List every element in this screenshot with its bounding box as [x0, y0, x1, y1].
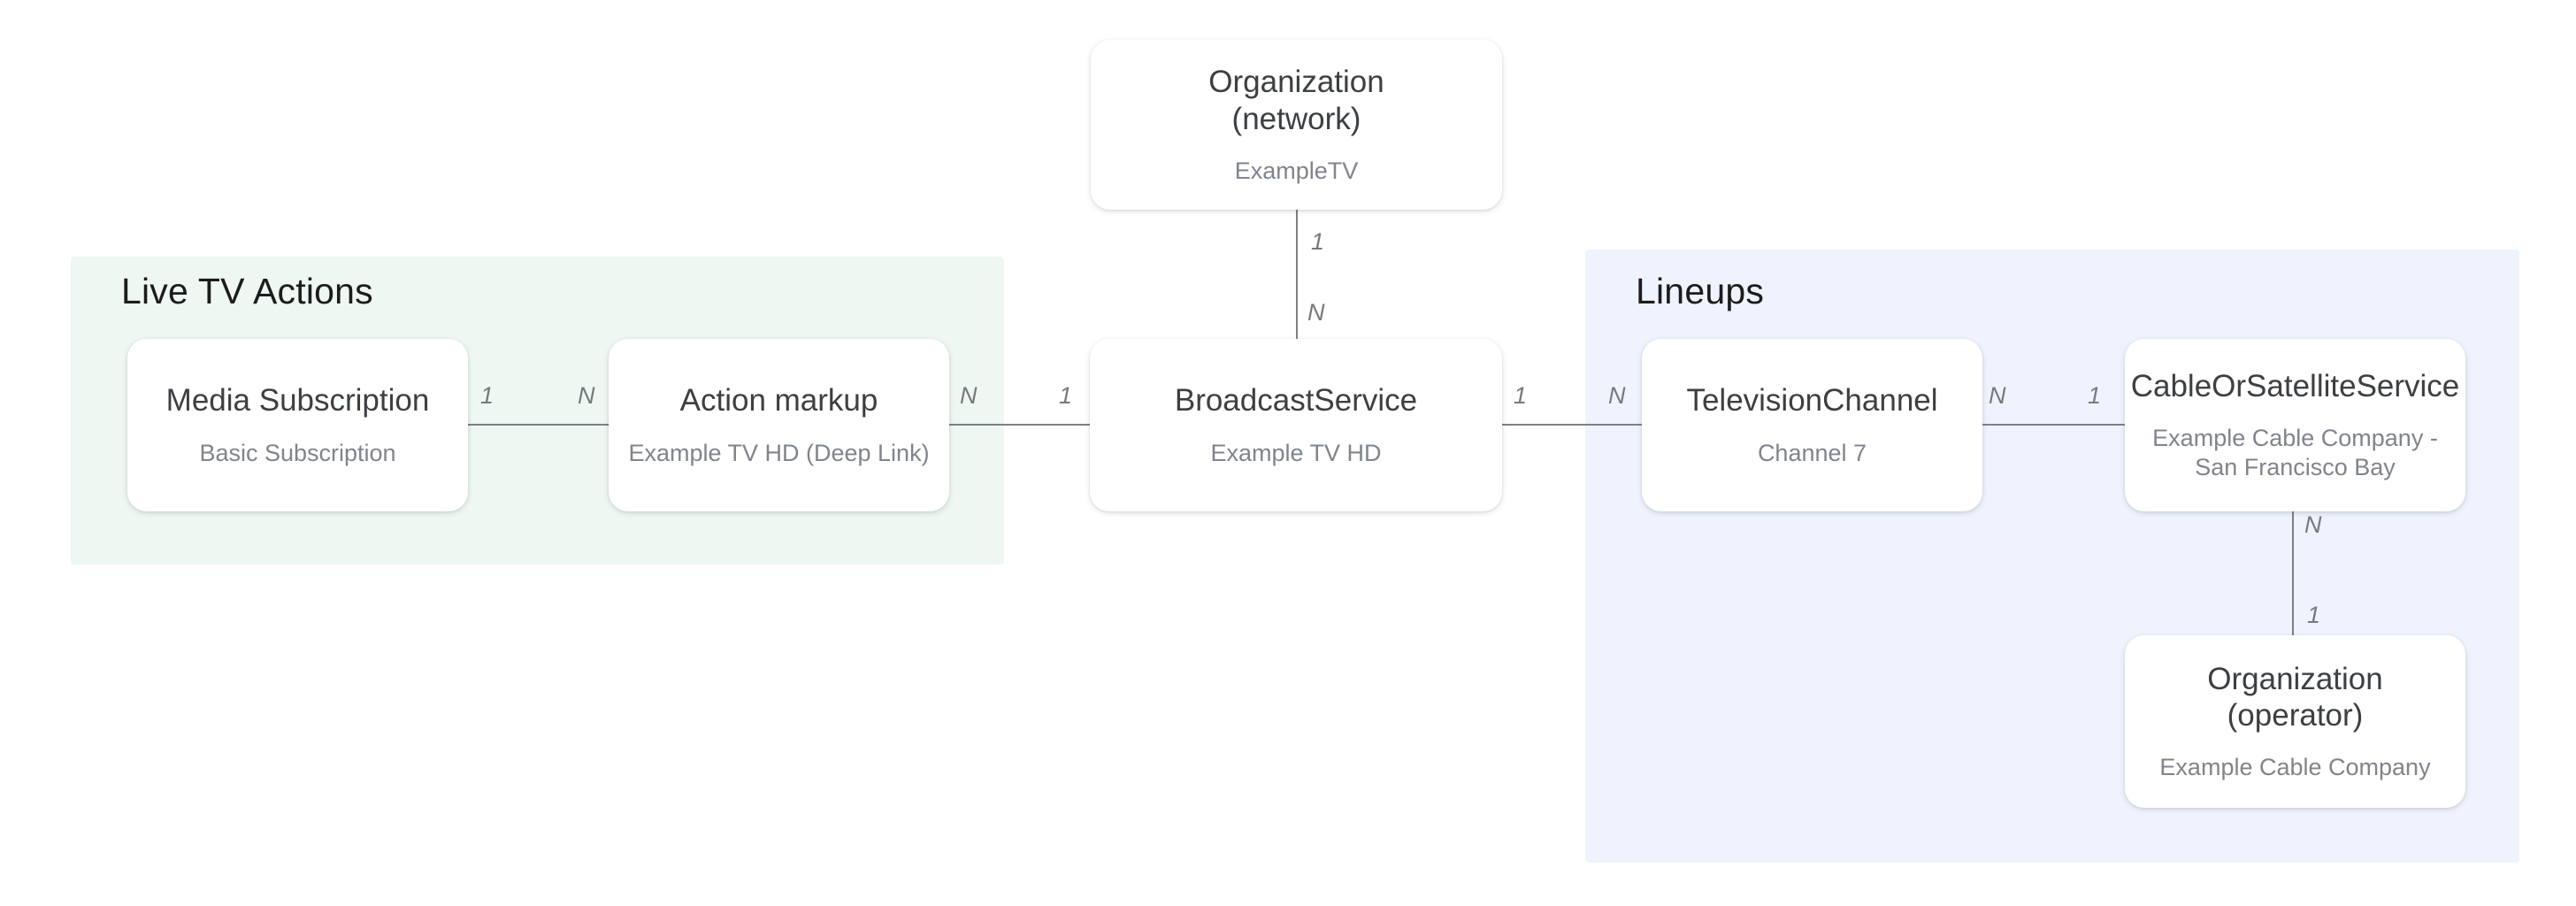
node-organization-operator-subtitle: Example Cable Company [2159, 754, 2431, 781]
node-television-channel-title: TelevisionChannel [1686, 383, 1938, 418]
cardinality-media-subscription-out: 1 [480, 382, 494, 409]
node-television-channel-subtitle: Channel 7 [1757, 439, 1867, 466]
edge-cable-or-satellite-service-organization-operator [2292, 511, 2294, 635]
node-broadcast-service-title: BroadcastService [1174, 383, 1418, 418]
cardinality-broadcast-service-in-top: N [1307, 299, 1325, 326]
edge-action-markup-broadcast-service [948, 424, 1090, 426]
node-broadcast-service[interactable]: BroadcastService Example TV HD [1090, 339, 1502, 511]
cardinality-broadcast-service-out: 1 [1514, 382, 1528, 409]
cardinality-broadcast-service-in-left: 1 [1059, 382, 1073, 409]
edge-media-subscription-action-markup [467, 424, 609, 426]
node-organization-network-title: Organization (network) [1208, 65, 1384, 136]
node-cable-or-satellite-service[interactable]: CableOrSatelliteService Example Cable Co… [2125, 339, 2465, 511]
node-action-markup[interactable]: Action markup Example TV HD (Deep Link) [609, 339, 949, 511]
node-media-subscription-subtitle: Basic Subscription [199, 439, 396, 466]
edge-broadcast-service-television-channel [1501, 424, 1643, 426]
cardinality-action-markup-out: N [960, 382, 978, 409]
node-broadcast-service-subtitle: Example TV HD [1210, 439, 1382, 466]
panel-live-tv-actions-title: Live TV Actions [121, 271, 373, 311]
node-cable-or-satellite-service-title: CableOrSatelliteService [2130, 368, 2460, 403]
cardinality-organization-network-out: 1 [1311, 228, 1325, 255]
cardinality-television-channel-out: N [1989, 382, 2006, 409]
node-organization-network[interactable]: Organization (network) ExampleTV [1091, 40, 1502, 210]
cardinality-organization-operator-in: 1 [2307, 602, 2321, 628]
node-media-subscription[interactable]: Media Subscription Basic Subscription [127, 339, 468, 511]
node-television-channel[interactable]: TelevisionChannel Channel 7 [1642, 339, 1982, 511]
node-action-markup-title: Action markup [679, 383, 878, 418]
edge-organization-network-broadcast-service [1296, 209, 1298, 342]
cardinality-cable-or-satellite-service-out: N [2304, 511, 2322, 538]
node-action-markup-subtitle: Example TV HD (Deep Link) [628, 439, 930, 466]
node-media-subscription-title: Media Subscription [165, 383, 430, 418]
edge-television-channel-cable-or-satellite-service [1974, 424, 2125, 426]
node-organization-network-subtitle: ExampleTV [1234, 157, 1359, 184]
cardinality-action-markup-in: N [578, 382, 595, 409]
cardinality-television-channel-in: N [1608, 382, 1626, 409]
node-organization-operator-title: Organization (operator) [2207, 661, 2383, 733]
node-cable-or-satellite-service-subtitle: Example Cable Company - San Francisco Ba… [2152, 425, 2438, 481]
node-organization-operator[interactable]: Organization (operator) Example Cable Co… [2125, 635, 2465, 808]
cardinality-cable-or-satellite-service-in: 1 [2088, 382, 2102, 409]
panel-lineups-title: Lineups [1636, 271, 1765, 311]
